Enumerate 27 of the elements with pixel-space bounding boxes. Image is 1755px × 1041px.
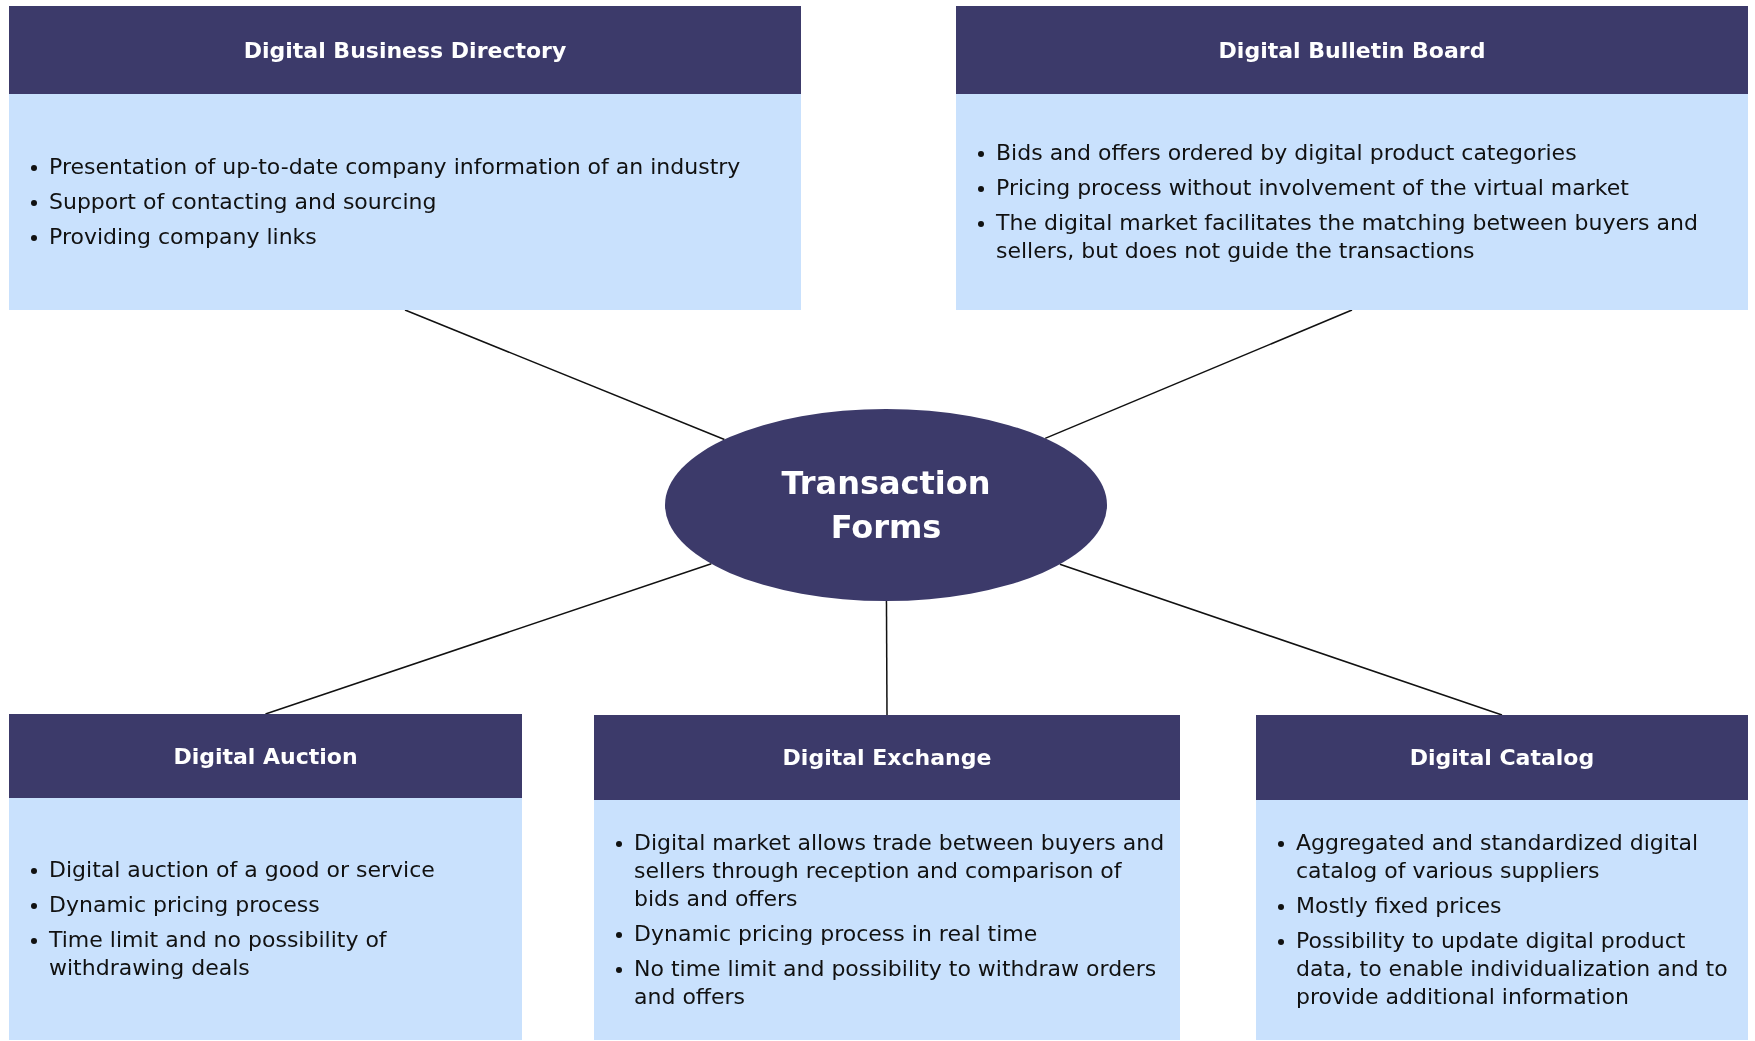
bullet-text: Aggregated and standardized digital catalog of various suppliers [1296, 829, 1700, 885]
bullet-text: Possibility to update digital product data, to enable individualization and to provide additional information [1296, 927, 1729, 1011]
bullet-text: Providing company links [49, 223, 317, 251]
bullet-text: Time limit and no possibility of withdrawing deals [49, 926, 388, 982]
bullet-text: Digital market allows trade between buyers and sellers through reception and comparison of bids and offers [634, 829, 1166, 913]
bullet-text: No time limit and possibility to withdraw orders and offers [634, 955, 1158, 1011]
bullet-text: Support of contacting and sourcing [49, 188, 437, 216]
bullet-text: Digital auction of a good or service [49, 856, 435, 884]
card-header: Digital Business Directory [9, 6, 801, 94]
center-title: Transaction Forms [780, 463, 992, 548]
card-header: Digital Auction [9, 714, 522, 798]
bullet-text: Bids and offers ordered by digital product categories [996, 139, 1577, 167]
card-header: Digital Bulletin Board [956, 6, 1748, 94]
bullet-text: Mostly fixed prices [1296, 892, 1502, 920]
center-ellipse [665, 409, 1107, 601]
bullet-text: Pricing process without involvement of the virtual market [996, 174, 1629, 202]
bullet-text: Dynamic pricing process in real time [634, 920, 1038, 948]
connector-line [1059, 563, 1503, 716]
connector-line [885, 600, 888, 716]
connector-line [404, 309, 726, 441]
bullet-text: Presentation of up-to-date company information of an industry [49, 153, 741, 181]
bullet-text: Dynamic pricing process [49, 891, 320, 919]
bullet-text: The digital market facilitates the matching between buyers and sellers, but does not guide the transactions [996, 209, 1699, 265]
card-header: Digital Catalog [1256, 715, 1748, 800]
connector-line [1044, 309, 1353, 440]
card-header: Digital Exchange [594, 715, 1180, 800]
connector-line [264, 563, 713, 715]
